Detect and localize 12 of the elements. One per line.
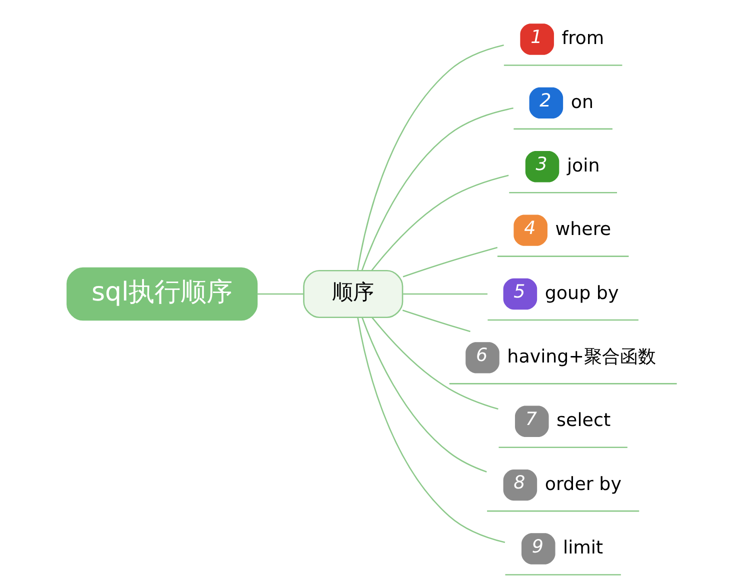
connector [403,293,488,295]
connector [257,293,304,295]
connector [357,44,504,271]
connector [371,174,509,271]
connector [402,246,498,278]
connector [361,108,514,271]
node-box: 顺序 [303,270,404,318]
connector [372,317,498,410]
node-box: sql执行顺序 [66,267,258,321]
connector [402,310,470,332]
connector [362,318,487,472]
connector [357,318,506,544]
